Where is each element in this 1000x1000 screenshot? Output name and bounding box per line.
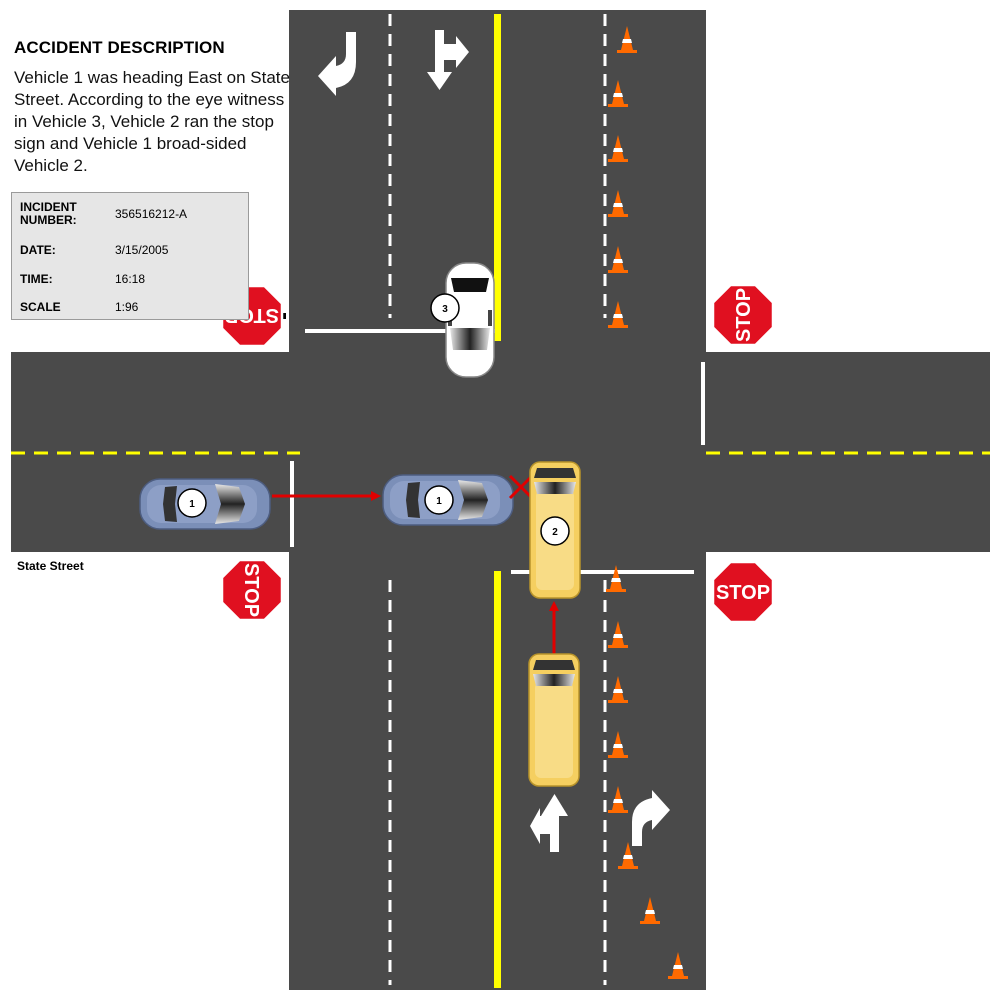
vehicle-3 bbox=[445, 262, 495, 378]
accident-description-title: ACCIDENT DESCRIPTION bbox=[14, 38, 225, 57]
stop-sign-text: STOP bbox=[716, 582, 770, 604]
date-value: 3/15/2005 bbox=[115, 243, 169, 257]
vehicle-2-start bbox=[528, 653, 580, 787]
turn-arrow-south-straight-left bbox=[530, 794, 568, 852]
stop-sign-southwest: STOP bbox=[220, 558, 284, 622]
scale-value: 1:96 bbox=[115, 300, 139, 314]
incident-number-label: INCIDENT NUMBER: bbox=[20, 200, 77, 227]
turn-arrow-north-straight-right bbox=[427, 30, 469, 90]
incident-info-box: INCIDENT NUMBER: 356516212-A DATE: 3/15/… bbox=[11, 192, 249, 320]
vehicle-label: 1 bbox=[189, 499, 195, 510]
vehicle-label: 2 bbox=[552, 527, 558, 538]
center-line-south bbox=[494, 571, 501, 988]
vehicle-label-circle bbox=[540, 516, 570, 546]
stop-sign-northeast: STOP bbox=[711, 283, 775, 347]
accident-description-text: Vehicle 1 was heading East on State Stre… bbox=[14, 68, 290, 175]
stop-sign-text: STOP bbox=[733, 288, 755, 342]
stop-line-west bbox=[290, 461, 294, 547]
time-label: TIME: bbox=[20, 272, 53, 286]
stop-line-south bbox=[511, 570, 694, 574]
turn-arrow-north-left bbox=[318, 32, 356, 96]
vehicle-label-circle bbox=[424, 485, 454, 515]
vehicle-label-circle bbox=[430, 293, 460, 323]
stop-sign-text: STOP bbox=[240, 563, 262, 617]
impact-marker bbox=[508, 474, 534, 500]
vehicle-label-circle bbox=[177, 488, 207, 518]
date-label: DATE: bbox=[20, 243, 56, 257]
incident-number-value: 356516212-A bbox=[115, 207, 188, 221]
time-value: 16:18 bbox=[115, 272, 146, 286]
turn-arrow-south-right bbox=[632, 790, 670, 846]
stop-line-east bbox=[701, 362, 705, 445]
stop-sign-southeast: STOP bbox=[711, 560, 775, 624]
center-line-north bbox=[494, 14, 501, 341]
stop-line-north bbox=[305, 329, 495, 333]
vehicle-label: 3 bbox=[442, 304, 448, 315]
vehicle-label: 1 bbox=[436, 496, 442, 507]
scale-label: SCALE bbox=[20, 300, 61, 314]
street-label: State Street bbox=[17, 559, 84, 573]
